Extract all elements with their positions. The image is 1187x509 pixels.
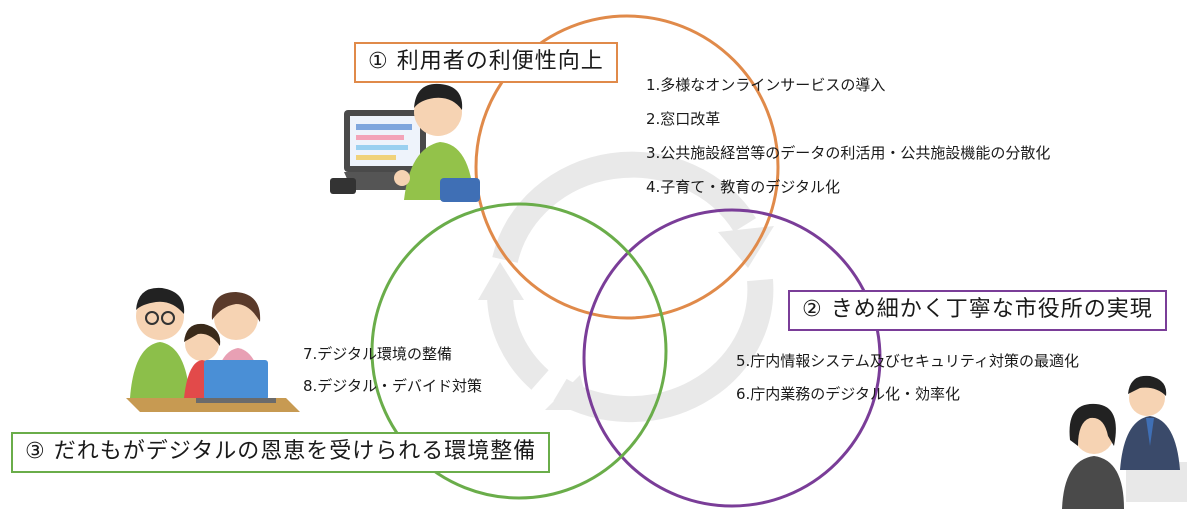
arrow-head-left <box>478 262 524 300</box>
office-consultation-illustration <box>1062 375 1187 509</box>
list-item: 2.窓口改革 <box>646 110 721 128</box>
section-2-item-list: 5.庁内情報システム及びセキュリティ対策の最適化 6.庁内業務のデジタル化・効率… <box>736 350 1079 416</box>
person-with-laptop-illustration <box>330 83 480 202</box>
section-3-item-list: 7.デジタル環境の整備 8.デジタル・デバイド対策 <box>303 343 482 407</box>
section-3-title: ③ だれもがデジタルの恩恵を受けられる環境整備 <box>11 432 551 473</box>
cycle-arrow-left <box>487 294 549 390</box>
circle-section-2 <box>582 208 882 508</box>
list-item: 1.多様なオンラインサービスの導入 <box>646 76 886 94</box>
cycle-arrows <box>487 151 774 423</box>
family-with-laptop-illustration <box>126 287 300 412</box>
list-item: 4.子育て・教育のデジタル化 <box>646 178 841 196</box>
list-item: 5.庁内情報システム及びセキュリティ対策の最適化 <box>736 352 1079 370</box>
cycle-arrow-right <box>553 278 774 423</box>
section-1-item-list: 1.多様なオンラインサービスの導入 2.窓口改革 3.公共施設経営等のデータの利… <box>646 74 1050 210</box>
cycle-arrow-top <box>492 151 757 264</box>
arrow-head-right <box>545 375 590 410</box>
list-item: 3.公共施設経営等のデータの利活用・公共施設機能の分散化 <box>646 144 1051 162</box>
circle-section-3 <box>370 202 668 500</box>
circle-section-1 <box>474 14 780 320</box>
section-1-title: ① 利用者の利便性向上 <box>354 42 618 83</box>
list-item: 7.デジタル環境の整備 <box>303 345 453 363</box>
list-item: 6.庁内業務のデジタル化・効率化 <box>736 385 961 403</box>
list-item: 8.デジタル・デバイド対策 <box>303 377 483 395</box>
section-2-title: ② きめ細かく丁寧な市役所の実現 <box>788 290 1167 331</box>
